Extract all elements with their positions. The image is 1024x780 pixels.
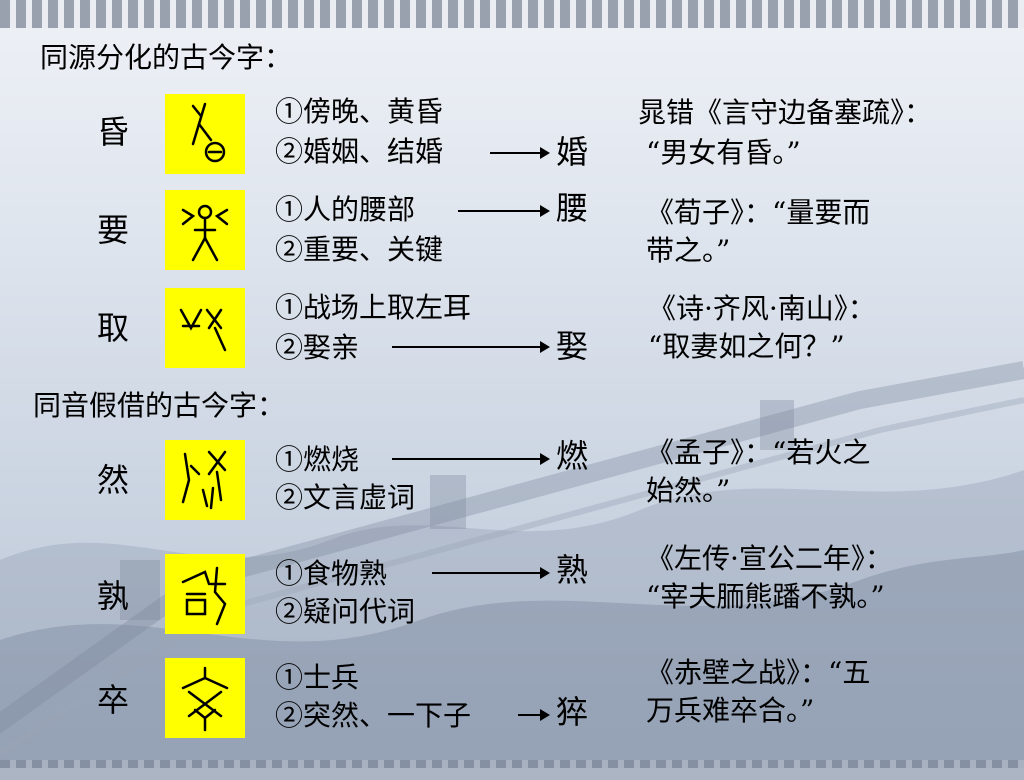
modern-character: 熟	[556, 551, 589, 589]
filmstrip-top-border	[0, 0, 1024, 28]
arrow	[392, 453, 550, 465]
quote-line-1: 《赤壁之战》：“五	[646, 656, 871, 689]
meaning-1: ①食物熟	[275, 557, 388, 590]
oracle-bone-glyph	[165, 190, 245, 270]
modern-character: 腰	[556, 189, 589, 227]
oracle-bone-glyph	[165, 440, 245, 520]
ancient-character: 昏	[97, 113, 130, 151]
quote-line-2: “男女有昏。”	[646, 136, 801, 169]
oracle-bone-glyph	[165, 288, 245, 368]
quote-line-1: 《诗·齐风·南山》：	[648, 292, 876, 325]
ancient-character: 孰	[97, 577, 130, 615]
quote-line-2: “宰夫胹熊蹯不孰。”	[646, 580, 885, 613]
meaning-2: ②文言虚词	[275, 481, 416, 514]
section-title-phonetic-loan: 同音假借的古今字：	[33, 389, 286, 422]
meaning-1: ①傍晚、黄昏	[275, 95, 444, 128]
arrow	[432, 567, 550, 579]
meaning-1: ①燃烧	[275, 443, 360, 476]
arrow	[392, 341, 550, 353]
meaning-1: ①人的腰部	[275, 193, 416, 226]
oracle-bone-glyph	[165, 94, 245, 174]
meaning-2: ②突然、一下子	[275, 699, 472, 732]
quote-line-1: 《孟子》：“若火之	[646, 436, 871, 469]
modern-character: 燃	[556, 437, 589, 475]
modern-character: 猝	[556, 693, 589, 731]
filmstrip-bottom-border	[0, 760, 1024, 768]
quote-line-1: 晁错《言守边备塞疏》：	[638, 96, 933, 129]
oracle-bone-glyph	[165, 554, 245, 634]
oracle-bone-glyph	[165, 658, 245, 738]
quote-line-2: 带之。”	[646, 234, 731, 267]
arrow	[518, 709, 550, 721]
quote-line-1: 《荀子》：“量要而	[646, 196, 871, 229]
modern-character: 娶	[556, 327, 589, 365]
ancient-character: 取	[97, 309, 130, 347]
quote-line-2: “取妻如之何？”	[648, 330, 845, 363]
quote-line-2: 万兵难卒合。”	[646, 694, 815, 727]
quote-line-2: 始然。”	[646, 474, 731, 507]
meaning-2: ②婚姻、结婚	[275, 135, 444, 168]
meaning-2: ②疑问代词	[275, 595, 416, 628]
section-title-homologous: 同源分化的古今字：	[40, 41, 293, 74]
ancient-character: 卒	[97, 681, 130, 719]
quote-line-1: 《左传·宣公二年》：	[646, 542, 893, 575]
arrow	[458, 205, 550, 217]
modern-character: 婚	[556, 133, 589, 171]
meaning-1: ①士兵	[275, 661, 360, 694]
meaning-2: ②娶亲	[275, 331, 360, 364]
ancient-character: 然	[97, 461, 130, 499]
ancient-character: 要	[97, 211, 130, 249]
meaning-1: ①战场上取左耳	[275, 291, 472, 324]
arrow	[490, 147, 550, 159]
great-wall-background-image	[0, 361, 1024, 780]
meaning-2: ②重要、关键	[275, 233, 444, 266]
